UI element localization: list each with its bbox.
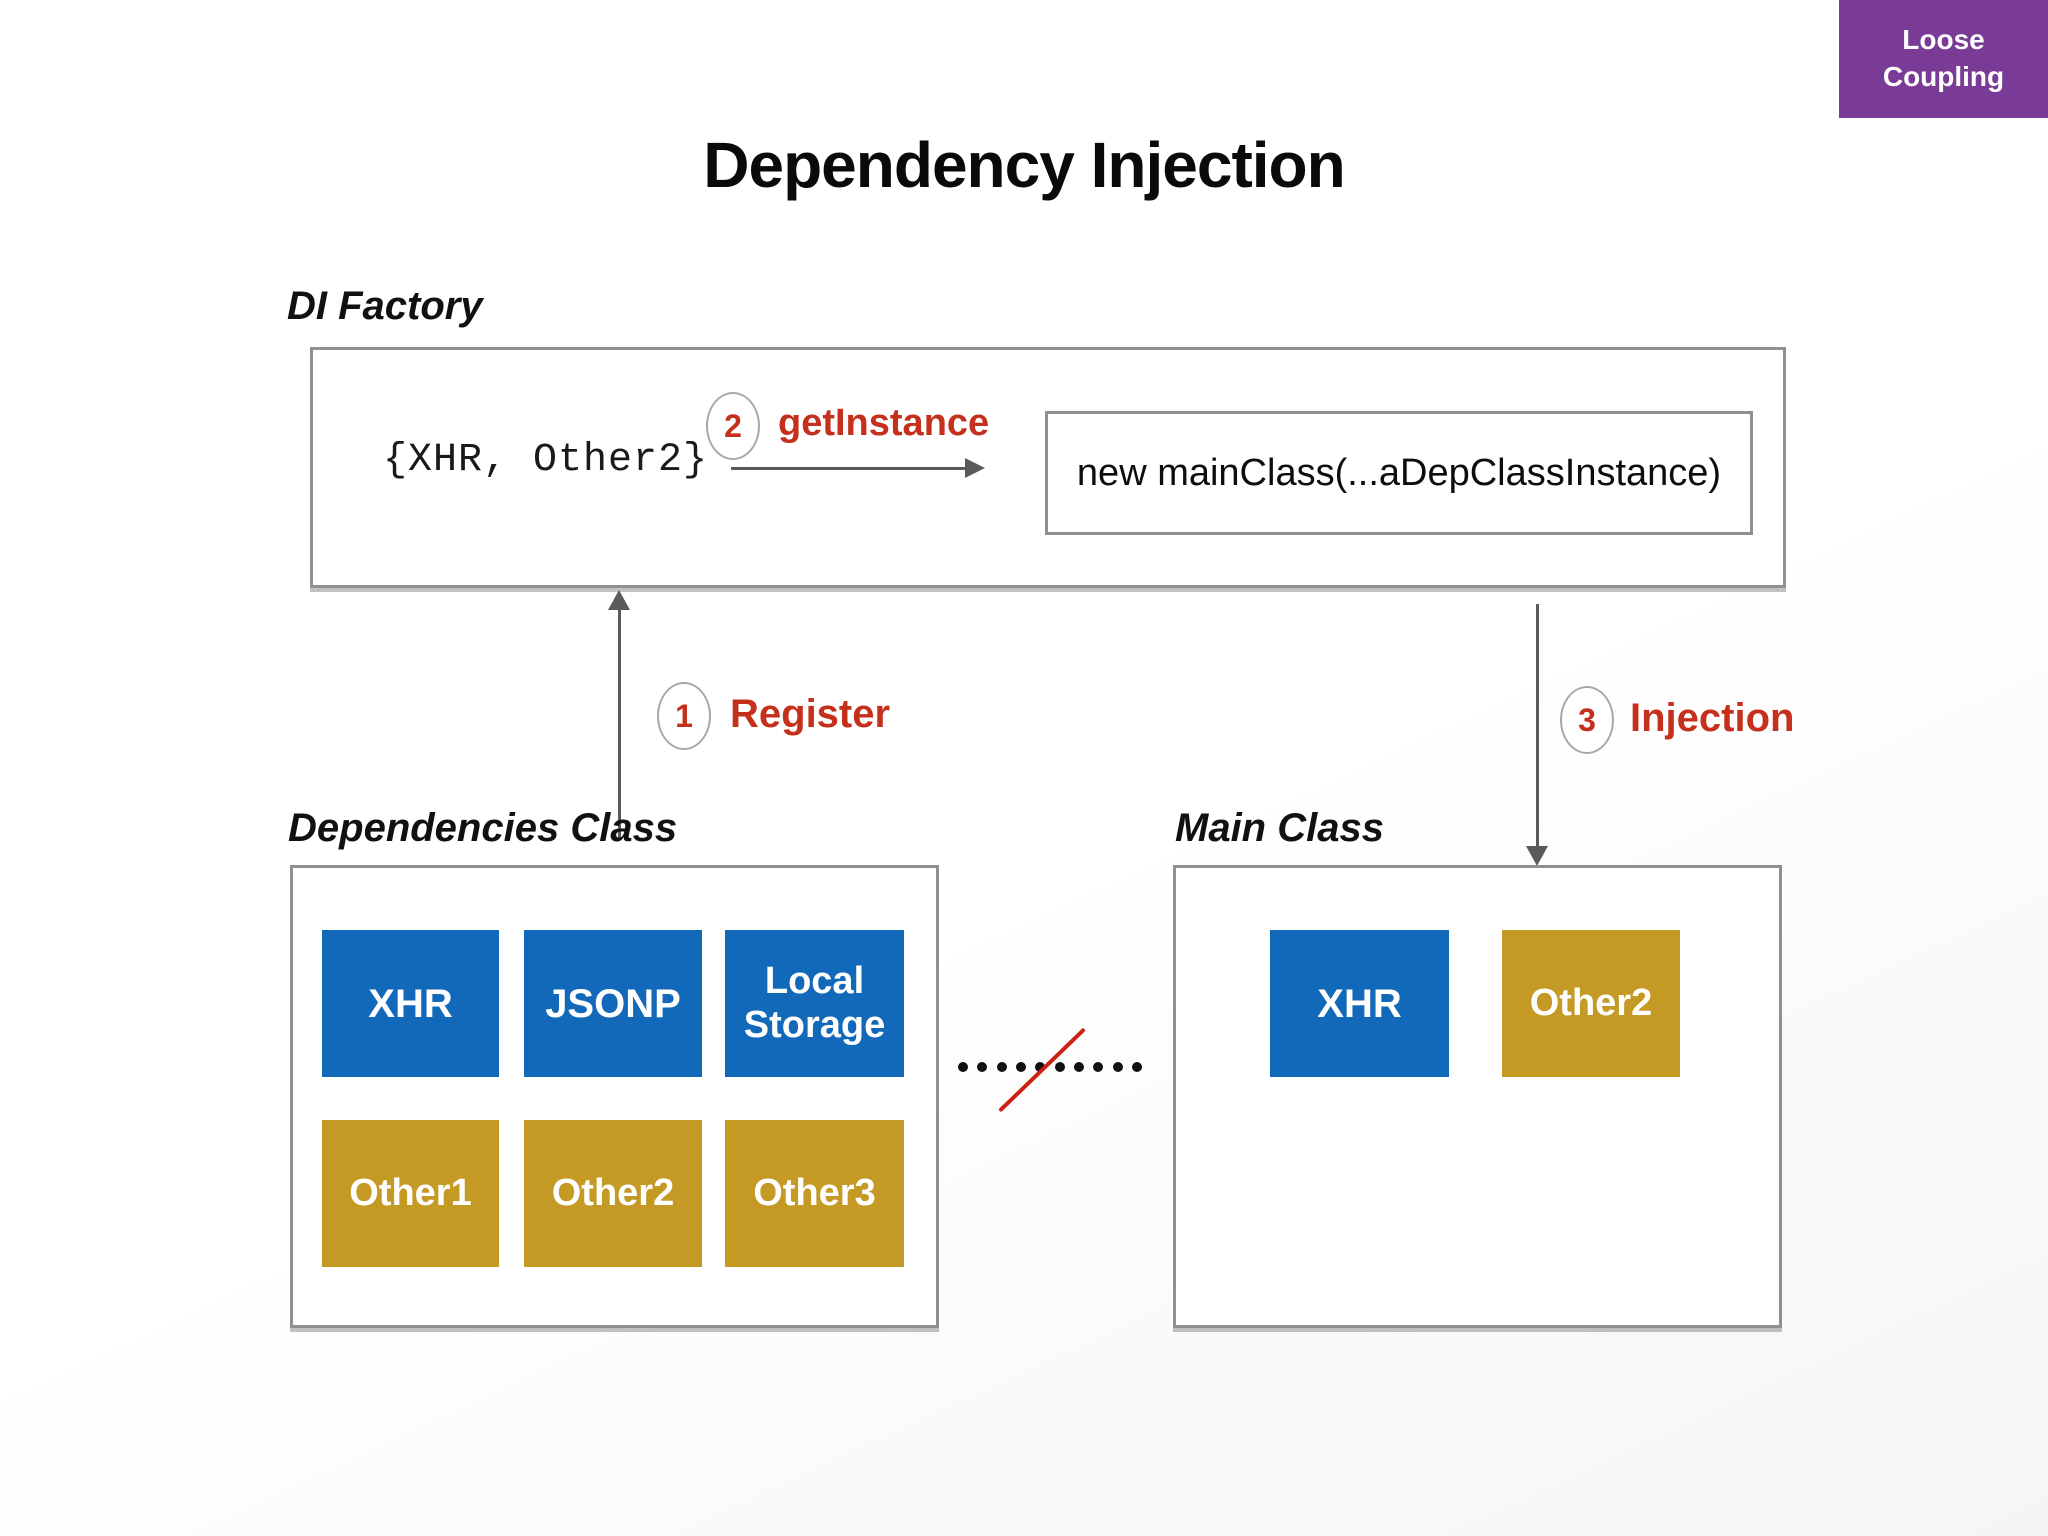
dot [996, 1062, 1007, 1072]
badge-line2: Coupling [1882, 61, 2005, 92]
dependency-item-other3: Other3 [725, 1120, 904, 1267]
dependency-item-other2: Other2 [524, 1120, 702, 1267]
badge-line1: Loose [1902, 24, 1985, 56]
step-1-number: 1 [675, 697, 693, 734]
dependency-item-jsonp: JSONP [524, 930, 702, 1077]
dependencies-class-box: XHR JSONP Local Storage Other1 Other2 Ot… [290, 865, 939, 1328]
register-arrow-line [618, 608, 621, 840]
page-title: Dependency Injection [703, 129, 1345, 201]
step-2-number: 2 [724, 407, 742, 444]
loose-coupling-badge: Loose Coupling [1839, 0, 2048, 118]
getinstance-arrowhead-icon [965, 458, 985, 478]
step-3-circle: 3 [1560, 686, 1614, 754]
injection-label: Injection [1630, 696, 1795, 740]
dot [1015, 1062, 1026, 1072]
step-1-circle: 1 [657, 682, 711, 750]
register-label: Register [730, 692, 891, 736]
step-2-circle: 2 [706, 392, 760, 460]
dependencies-class-label: Dependencies Class [288, 806, 678, 850]
dot [1054, 1062, 1065, 1072]
getinstance-label: getInstance [778, 402, 990, 444]
dot [1112, 1062, 1123, 1072]
dot [1093, 1062, 1104, 1072]
dependency-item-local-storage: Local Storage [725, 930, 904, 1077]
getinstance-arrow-line [731, 467, 967, 470]
register-arrowhead-icon [608, 590, 630, 610]
main-class-box: XHR Other2 [1173, 865, 1782, 1328]
step-3-number: 3 [1578, 701, 1596, 738]
new-mainclass-text: new mainClass(...aDepClassInstance) [1076, 451, 1722, 494]
factory-code-text: {XHR, Other2} [383, 438, 709, 483]
main-class-label: Main Class [1175, 806, 1384, 850]
dot [1131, 1062, 1142, 1072]
dot [977, 1062, 988, 1072]
dot [1073, 1062, 1084, 1072]
dot [958, 1062, 968, 1072]
main-item-other2: Other2 [1502, 930, 1680, 1077]
main-item-xhr: XHR [1270, 930, 1449, 1077]
dependency-item-other1: Other1 [322, 1120, 499, 1267]
dependency-item-xhr: XHR [322, 930, 499, 1077]
new-mainclass-box: new mainClass(...aDepClassInstance) [1045, 411, 1753, 535]
injection-arrowhead-icon [1526, 846, 1548, 866]
di-factory-label: DI Factory [287, 284, 483, 328]
injection-arrow-line [1536, 604, 1539, 846]
